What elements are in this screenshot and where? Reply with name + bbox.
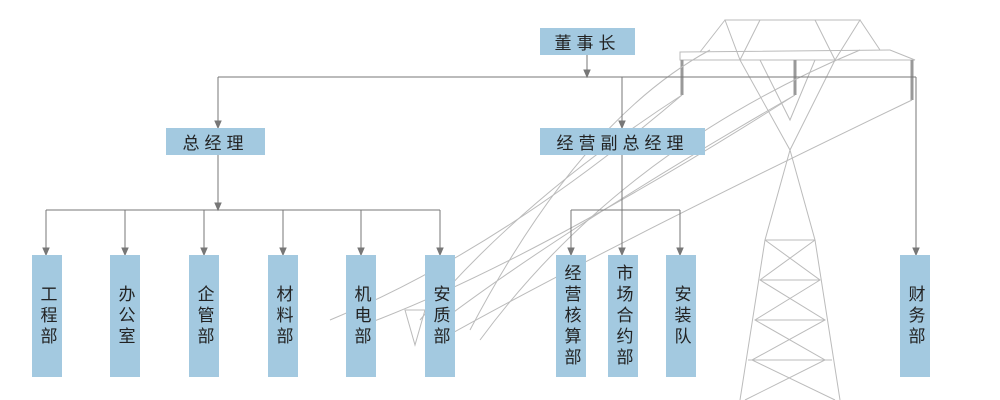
arrow-head	[121, 247, 129, 257]
arrow-head	[279, 247, 287, 257]
arrow-head	[618, 247, 626, 257]
dept-materials: 材料部	[268, 255, 298, 377]
arrow-head	[676, 247, 684, 257]
connector-lines	[42, 55, 920, 257]
dept-office: 办公室	[110, 255, 140, 377]
dept-installation-team: 安装队	[666, 255, 696, 377]
dept-mechanical: 机电部	[346, 255, 376, 377]
dept-management: 企管部	[189, 255, 219, 377]
arrow-head	[200, 247, 208, 257]
arrow-head	[357, 247, 365, 257]
chairman-box: 董事长	[540, 28, 635, 55]
business-vp-box: 经营副总经理	[540, 128, 705, 155]
arrow-head	[567, 247, 575, 257]
dept-safety-quality: 安质部	[425, 255, 455, 377]
dept-market-contracts: 市场合约部	[608, 255, 638, 377]
arrow-head	[42, 247, 50, 257]
general-manager-box: 总经理	[166, 128, 265, 155]
dept-finance: 财务部	[900, 255, 930, 377]
arrow-head	[436, 247, 444, 257]
dept-engineering: 工程部	[32, 255, 62, 377]
dept-business-accounting: 经营核算部	[556, 255, 586, 377]
